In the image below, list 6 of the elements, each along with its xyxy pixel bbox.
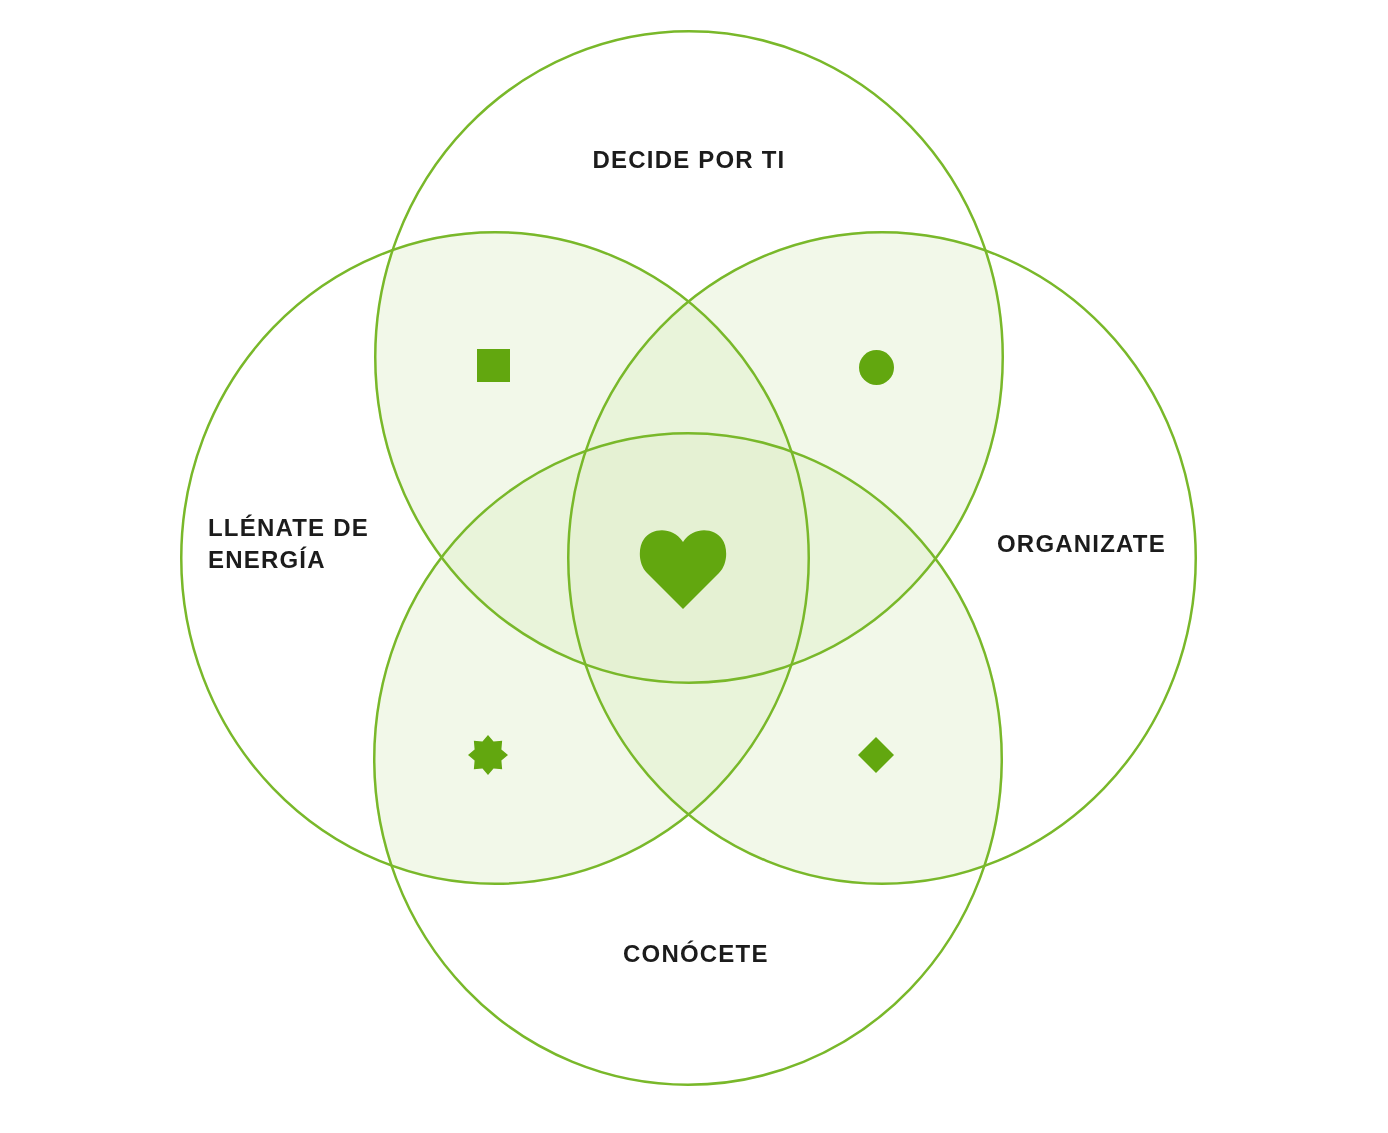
circle-label: DECIDE POR TI [591,145,787,175]
venn-circle [180,231,810,885]
circle-label: ORGANIZATE [997,529,1166,559]
circle-label: CONÓCETE [623,939,769,969]
venn-circle [567,231,1197,885]
circle-label: LLÉNATE DE ENERGÍA [208,513,370,575]
